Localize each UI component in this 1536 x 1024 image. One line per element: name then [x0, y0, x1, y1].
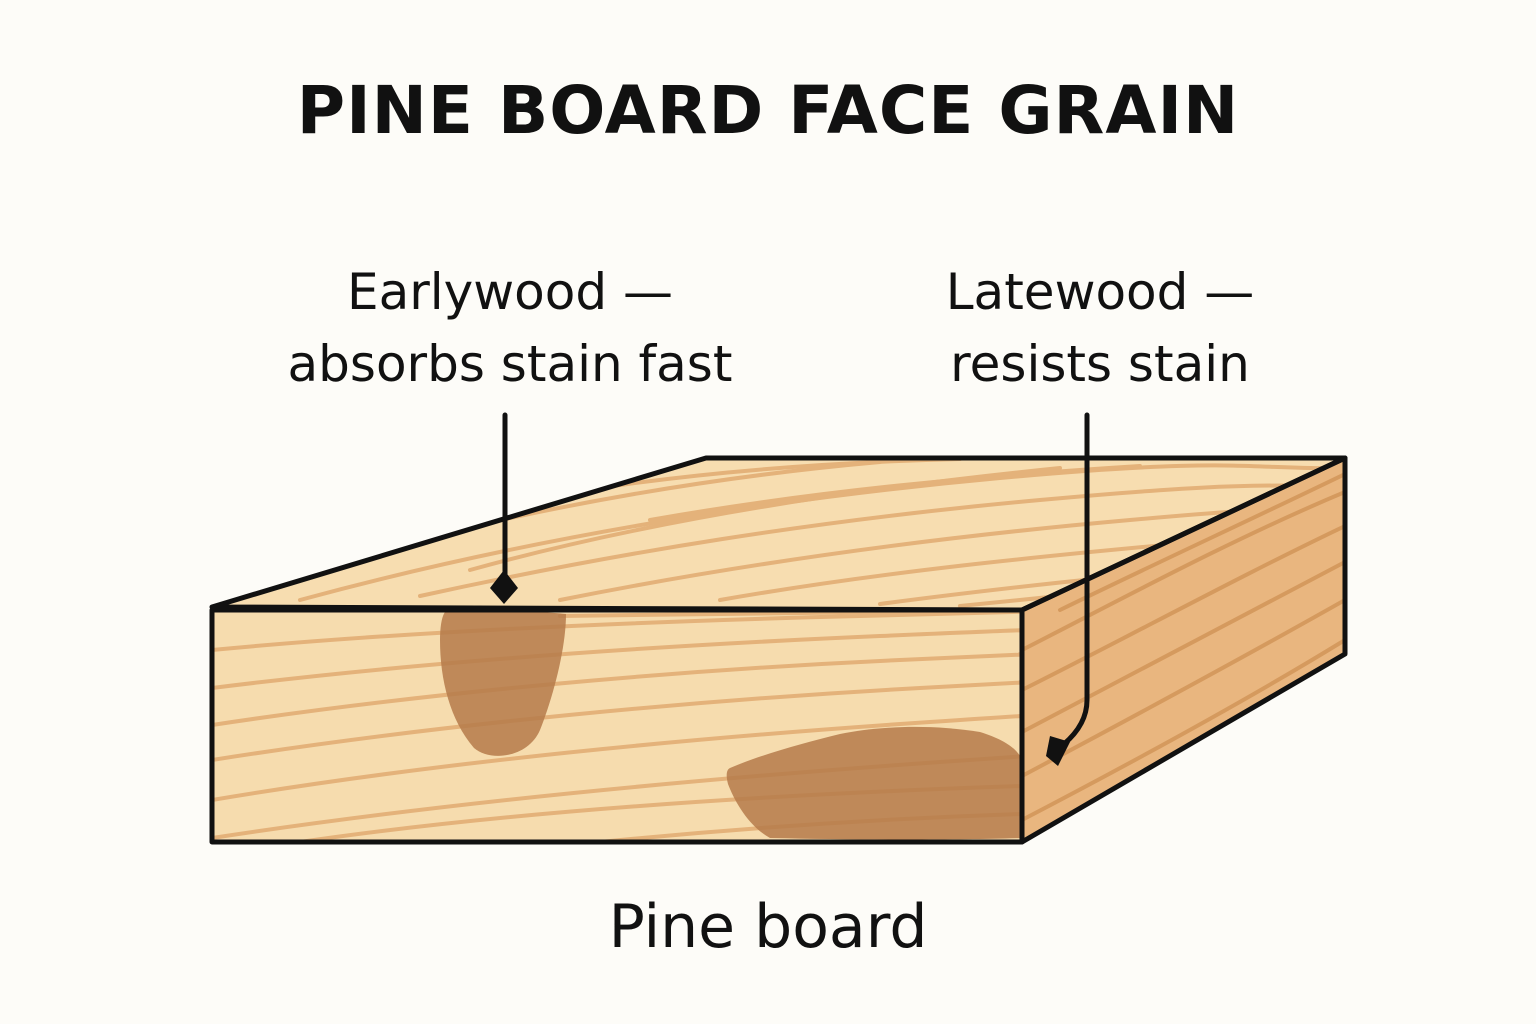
callout-latewood-line1: Latewood —: [945, 263, 1255, 321]
callout-earlywood: Earlywood — absorbs stain fast: [250, 256, 770, 400]
callout-earlywood-line1: Earlywood —: [347, 263, 673, 321]
callout-latewood-line2: resists stain: [950, 335, 1250, 393]
board-side-face: [1022, 458, 1345, 842]
latewood-leader-arrow: [1046, 412, 1090, 766]
earlywood-stain-blob: [440, 610, 566, 756]
side-grain-lines: [1022, 472, 1345, 822]
diagram-title: PINE BOARD FACE GRAIN: [296, 72, 1240, 149]
board-outline: [209, 455, 1348, 845]
latewood-arrowhead: [1046, 736, 1070, 766]
board-label: Pine board: [608, 892, 928, 962]
callout-earlywood-line2: absorbs stain fast: [287, 335, 733, 393]
earlywood-leader-arrow: [490, 412, 518, 604]
callout-latewood: Latewood — resists stain: [900, 256, 1300, 400]
board-top-face: [212, 458, 1345, 610]
latewood-stain-blob: [726, 726, 1022, 840]
earlywood-arrowhead: [490, 570, 518, 604]
